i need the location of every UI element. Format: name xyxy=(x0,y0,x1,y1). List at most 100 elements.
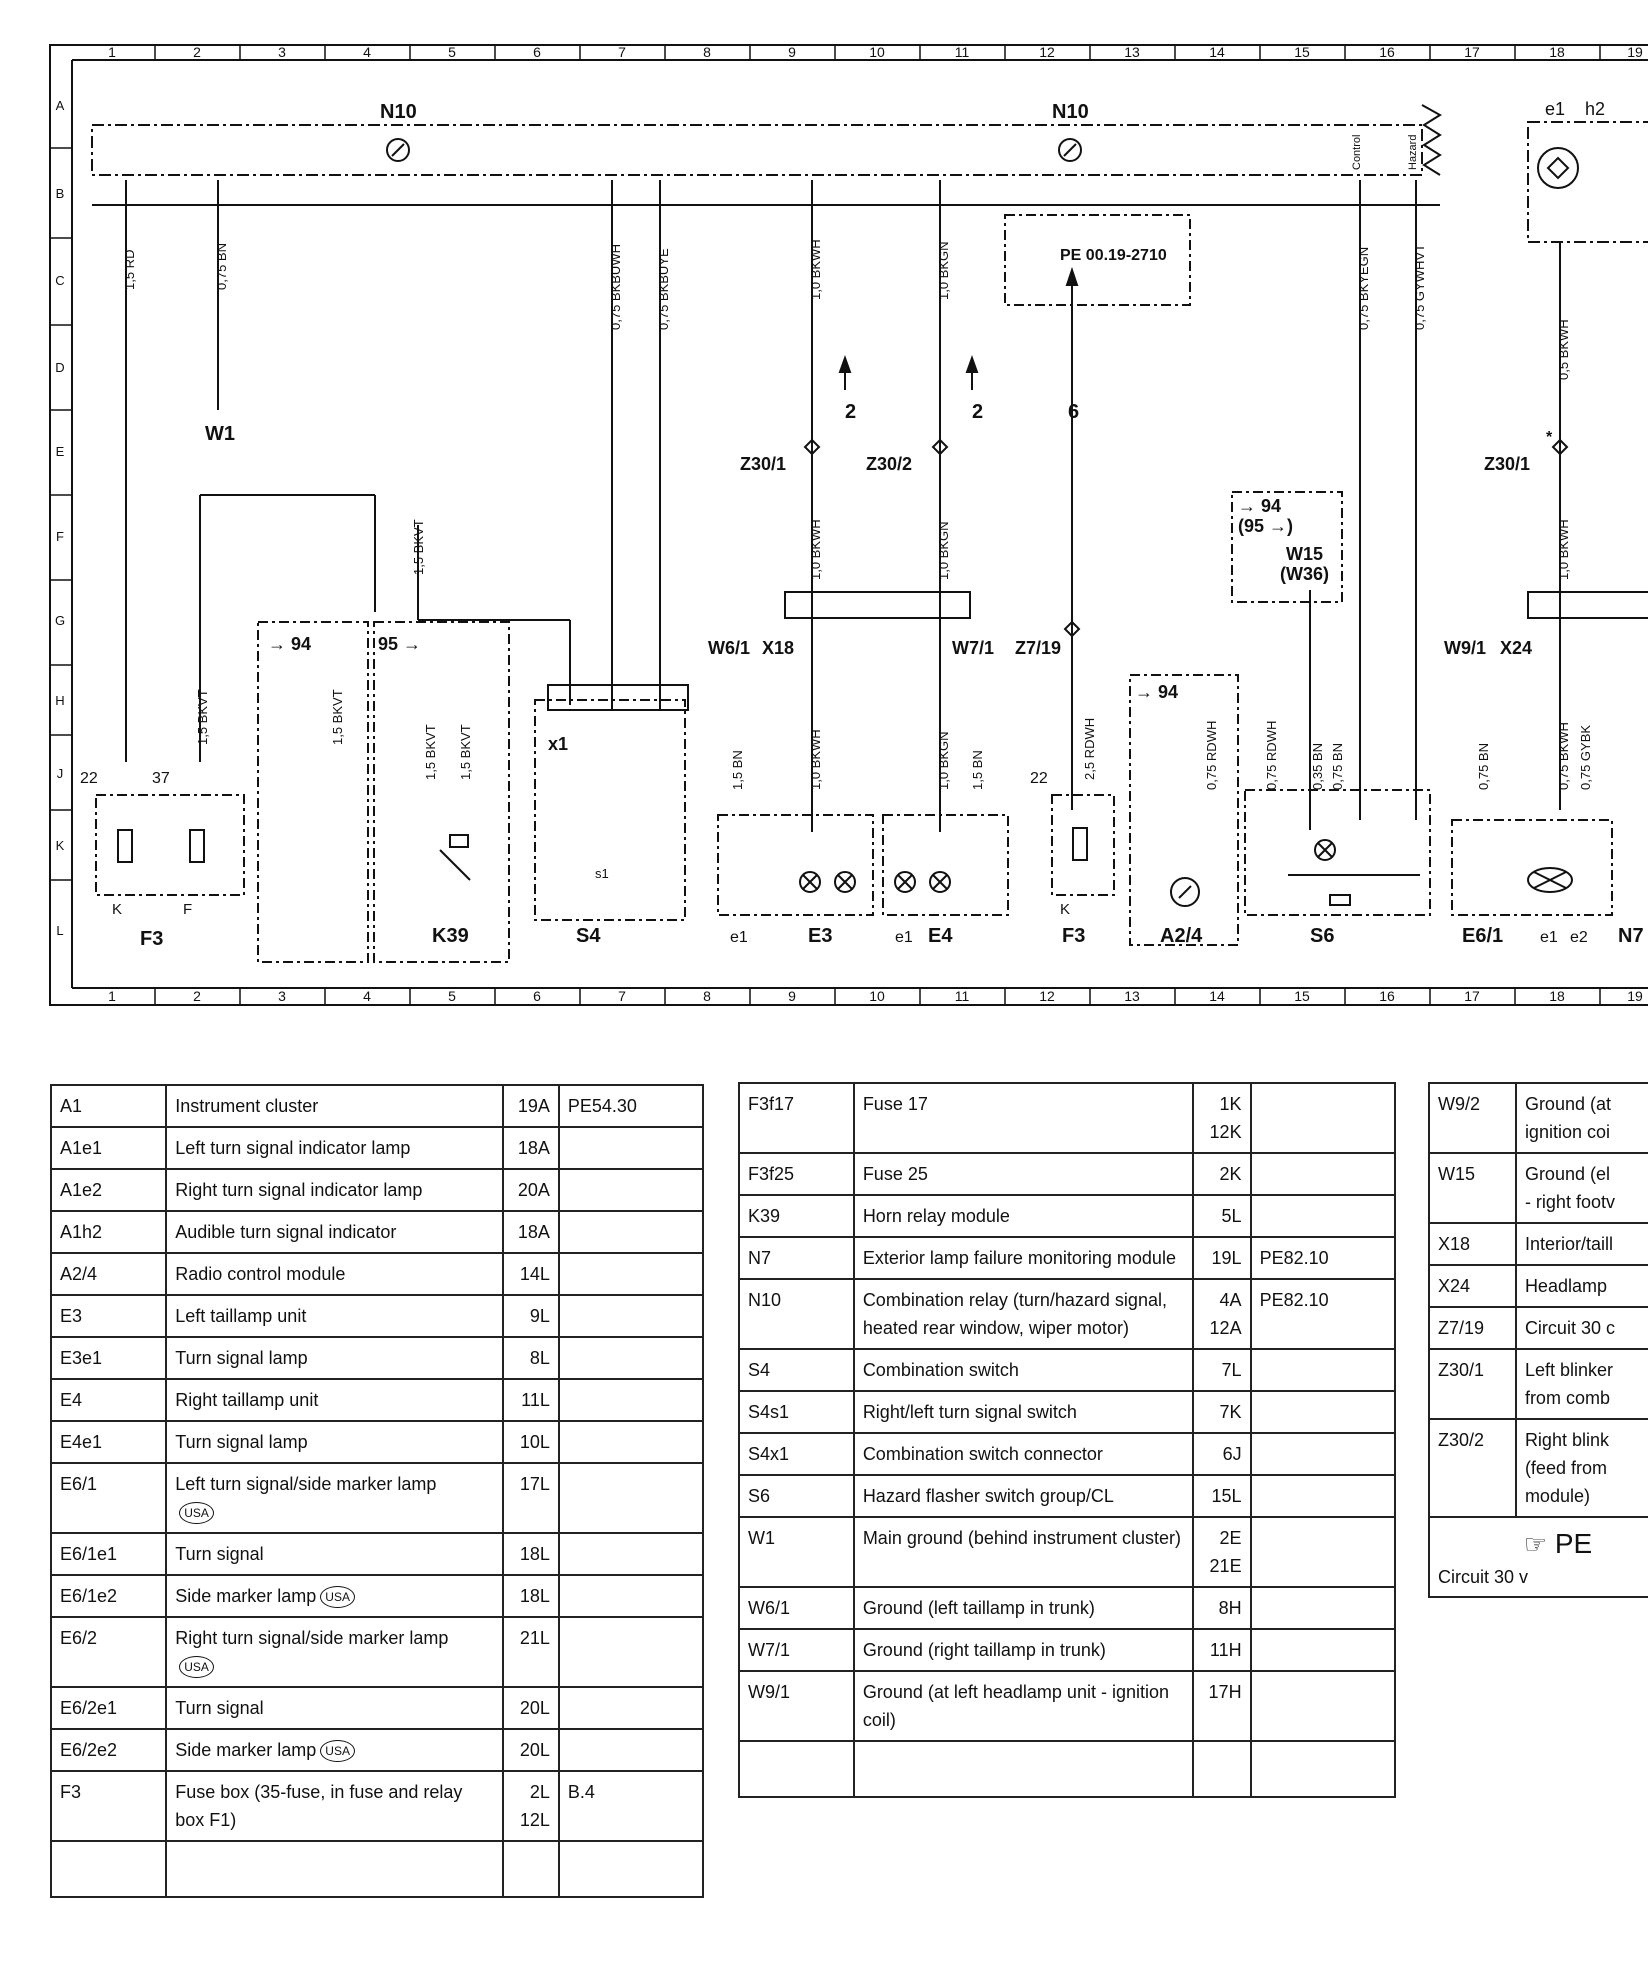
legend-location: 20A xyxy=(502,1168,560,1212)
pointing-hand-icon: ☞ xyxy=(1523,1529,1548,1559)
legend-description: Combination switch xyxy=(852,1348,1195,1392)
grid-col-label: 13 xyxy=(1124,44,1140,60)
grid-col-label: 4 xyxy=(363,44,371,60)
grid-col-label: 16 xyxy=(1379,44,1395,60)
footnote-star: * xyxy=(1546,429,1553,446)
legend-description: Turn signal xyxy=(165,1532,505,1576)
component-label: K39 xyxy=(432,925,469,947)
legend-reference xyxy=(557,1294,705,1338)
legend-reference xyxy=(557,1574,705,1618)
component-label: N10 xyxy=(380,101,417,123)
legend-description: Fuse 17 xyxy=(852,1082,1195,1154)
pin-label: 22 xyxy=(1030,770,1048,787)
reference-label: → 94 xyxy=(1135,682,1178,702)
legend-code: E6/2e2 xyxy=(49,1728,168,1772)
component-label: N7 xyxy=(1618,925,1644,947)
legend-code: A2/4 xyxy=(49,1252,168,1296)
legend-code: W1 xyxy=(738,1516,855,1588)
legend-code: S4s1 xyxy=(738,1390,855,1434)
legend-reference xyxy=(1249,1628,1397,1672)
pin-label: h2 xyxy=(1585,99,1605,119)
legend-code: S4 xyxy=(738,1348,855,1392)
legend-code: F3 xyxy=(49,1770,168,1842)
legend-location: 2L 12L xyxy=(502,1770,560,1842)
legend-code: E6/1e2 xyxy=(49,1574,168,1618)
legend-location: 7K xyxy=(1192,1390,1252,1434)
reference-label: → 94 xyxy=(268,634,311,654)
legend-code: W6/1 xyxy=(738,1586,855,1630)
legend-description: Combination switch connector xyxy=(852,1432,1195,1476)
wire-label: 1,0 BKGN xyxy=(936,731,951,790)
grid-col-label: 16 xyxy=(1379,988,1395,1004)
component-label: F3 xyxy=(1062,925,1085,947)
component-label: E6/1 xyxy=(1462,925,1503,947)
legend-description-text: Left turn signal/side marker lamp xyxy=(175,1474,437,1494)
reference-label: (95 →) xyxy=(1238,516,1293,536)
legend-description: Right/left turn signal switch xyxy=(852,1390,1195,1434)
pin-label: F xyxy=(183,901,192,918)
wire-label: 0,75 RDWH xyxy=(1204,721,1219,790)
grid-col-label: 15 xyxy=(1294,44,1310,60)
component-label: S6 xyxy=(1310,925,1334,947)
legend-reference xyxy=(557,1616,705,1688)
pin-label: e2 xyxy=(1570,929,1588,946)
wire-label: 1,0 BKWH xyxy=(808,239,823,300)
grid-col-label: 17 xyxy=(1464,988,1480,1004)
legend-location: 11L xyxy=(502,1378,560,1422)
legend-location: 18L xyxy=(502,1532,560,1576)
legend-location: 17H xyxy=(1192,1670,1252,1742)
pin-label: K xyxy=(112,901,122,918)
wire-label: 0,75 BN xyxy=(214,243,229,290)
legend-description: Ground (el - right footv xyxy=(1514,1152,1648,1224)
pin-label: Hazard xyxy=(1407,135,1419,170)
wire-label: 0,75 RDWH xyxy=(1264,721,1279,790)
legend-location: 21L xyxy=(502,1616,560,1688)
legend-reference xyxy=(1249,1670,1397,1742)
legend-reference: PE82.10 xyxy=(1249,1236,1397,1280)
legend-description: Turn signal lamp xyxy=(165,1420,505,1464)
legend-code: S4x1 xyxy=(738,1432,855,1476)
component-label: N10 xyxy=(1052,101,1089,123)
pin-label: e1 xyxy=(730,929,748,946)
legend-description-text: Right turn signal/side marker lamp xyxy=(175,1628,449,1648)
usa-badge: USA xyxy=(320,1740,355,1763)
grid-col-label: 6 xyxy=(533,988,541,1004)
legend-location: 10L xyxy=(502,1420,560,1464)
legend-description: Headlamp xyxy=(1514,1264,1648,1308)
arrow-label: 2 xyxy=(845,401,856,423)
grid-col-label: 17 xyxy=(1464,44,1480,60)
grid-col-label: 8 xyxy=(703,988,711,1004)
grid-col-label: 7 xyxy=(618,44,626,60)
splice-label: Z30/1 xyxy=(1484,454,1530,474)
wire-label: 0,75 BN xyxy=(1330,743,1345,790)
grid-col-label: 14 xyxy=(1209,988,1225,1004)
wire-label: 0,75 BKBUWH xyxy=(608,244,623,330)
legend-reference: B.4 xyxy=(557,1770,705,1842)
connector-label: x1 xyxy=(548,734,568,754)
legend-reference xyxy=(557,1462,705,1534)
pin-label: e1 xyxy=(1540,929,1558,946)
legend-location: 5L xyxy=(1192,1194,1252,1238)
legend-description: Right taillamp unit xyxy=(165,1378,505,1422)
usa-badge: USA xyxy=(179,1656,214,1679)
grid-col-label: 1 xyxy=(108,988,116,1004)
ground-label: W1 xyxy=(205,423,235,445)
legend-code: S6 xyxy=(738,1474,855,1518)
reference-label: → 94 xyxy=(1238,496,1281,516)
wire-label: 1,5 BN xyxy=(970,750,985,790)
